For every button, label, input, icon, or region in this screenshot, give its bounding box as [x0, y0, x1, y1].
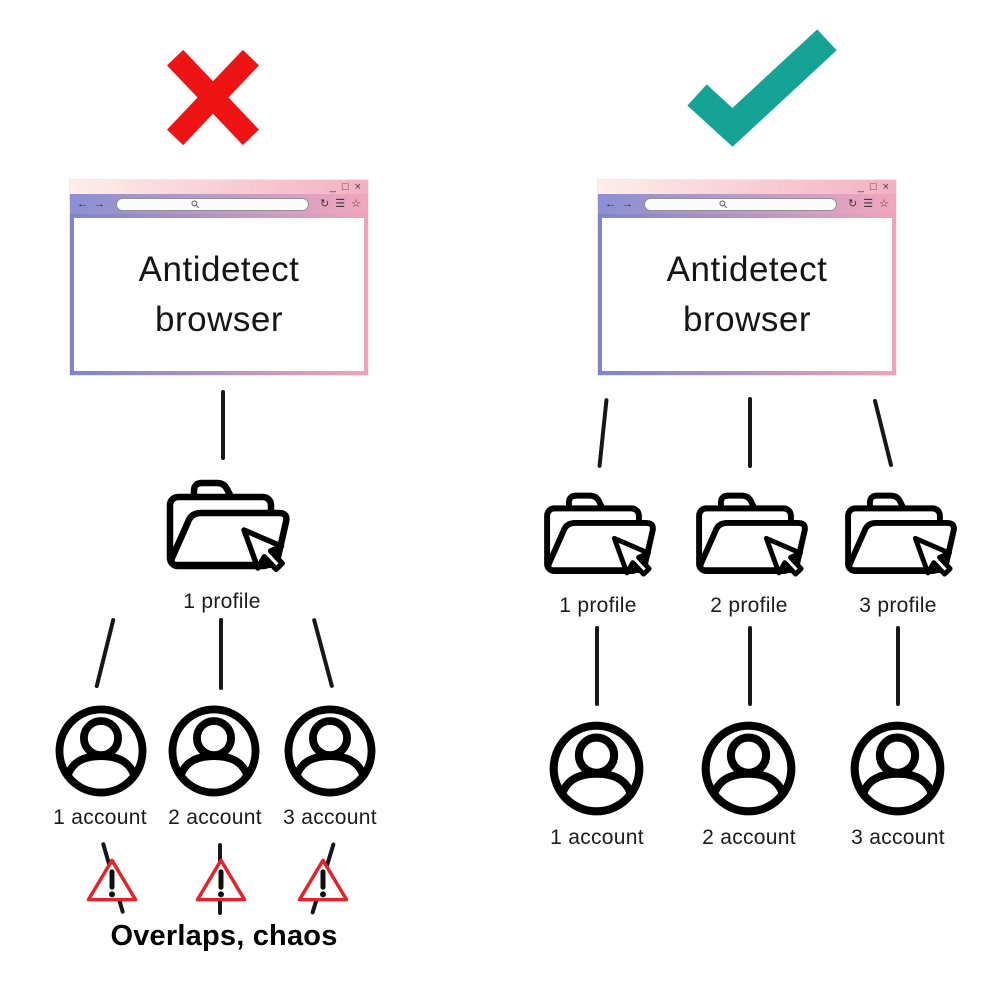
- account-label: 1 account: [53, 806, 147, 829]
- back-icon: ←: [77, 197, 88, 210]
- warning-triangle-icon: [296, 856, 350, 904]
- refresh-icon: ↻: [848, 197, 858, 210]
- account-label: 1 account: [550, 826, 644, 849]
- chaos-caption: Overlaps, chaos: [110, 920, 338, 952]
- search-icon: [191, 199, 200, 208]
- browser-titlebar: _ □ ×: [70, 180, 368, 194]
- minimize-icon: _: [857, 181, 864, 193]
- profile-label: 1 profile: [559, 594, 637, 617]
- check-icon: [682, 28, 840, 152]
- account-label: 3 account: [851, 826, 945, 849]
- account-label: 2 account: [702, 826, 796, 849]
- connector-line: [595, 626, 599, 706]
- connector-line: [748, 626, 752, 706]
- menu-icon: ☰: [335, 197, 346, 210]
- connector-line: [748, 397, 752, 468]
- account-icon: [166, 703, 262, 799]
- account-label: 3 account: [283, 806, 377, 829]
- browser-window: _ □ × ← → ↻ ☰ ☆ Antidetect browser: [70, 180, 368, 375]
- account-icon: [848, 719, 947, 818]
- account-icon: [282, 703, 378, 799]
- warning-triangle-icon: [194, 856, 248, 904]
- account-label: 2 account: [168, 806, 262, 829]
- account-icon: [699, 719, 798, 818]
- profile-folder-icon: [538, 478, 658, 586]
- address-bar: [644, 197, 838, 211]
- connector-line: [872, 398, 894, 468]
- bookmark-icon: ☆: [351, 197, 361, 210]
- forward-icon: →: [622, 197, 633, 210]
- browser-title-text: Antidetect browser: [666, 249, 828, 339]
- profile-folder-icon: [690, 478, 810, 586]
- connector-line: [94, 617, 116, 689]
- forward-icon: →: [94, 197, 105, 210]
- refresh-icon: ↻: [320, 197, 330, 210]
- back-icon: ←: [605, 197, 616, 210]
- warning-triangle-icon: [85, 856, 139, 904]
- connector-line: [219, 618, 223, 690]
- address-bar: [116, 197, 310, 211]
- connector-line: [896, 626, 900, 706]
- browser-titlebar: _ □ ×: [598, 180, 896, 194]
- browser-window: _ □ × ← → ↻ ☰ ☆ Antidetect browser: [598, 180, 896, 375]
- account-icon: [547, 719, 646, 818]
- search-icon: [719, 199, 728, 208]
- profile-folder-icon: [839, 478, 959, 586]
- profile-label: 2 profile: [710, 594, 788, 617]
- cross-icon: [163, 45, 263, 150]
- account-icon: [53, 703, 149, 799]
- browser-toolbar: ← → ↻ ☰ ☆: [598, 194, 896, 214]
- profile-label: 3 profile: [859, 594, 937, 617]
- profile-folder-icon: [160, 464, 292, 582]
- maximize-icon: □: [869, 181, 877, 193]
- connector-line: [221, 390, 225, 460]
- close-icon: ×: [354, 181, 361, 193]
- browser-content: Antidetect browser: [70, 214, 368, 375]
- browser-toolbar: ← → ↻ ☰ ☆: [70, 194, 368, 214]
- minimize-icon: _: [329, 181, 336, 193]
- connector-line: [597, 397, 609, 469]
- bookmark-icon: ☆: [879, 197, 889, 210]
- close-icon: ×: [882, 181, 889, 193]
- menu-icon: ☰: [863, 197, 874, 210]
- browser-title-text: Antidetect browser: [138, 249, 300, 339]
- maximize-icon: □: [341, 181, 349, 193]
- profile-label: 1 profile: [183, 590, 261, 613]
- connector-line: [311, 617, 335, 689]
- browser-content: Antidetect browser: [598, 214, 896, 375]
